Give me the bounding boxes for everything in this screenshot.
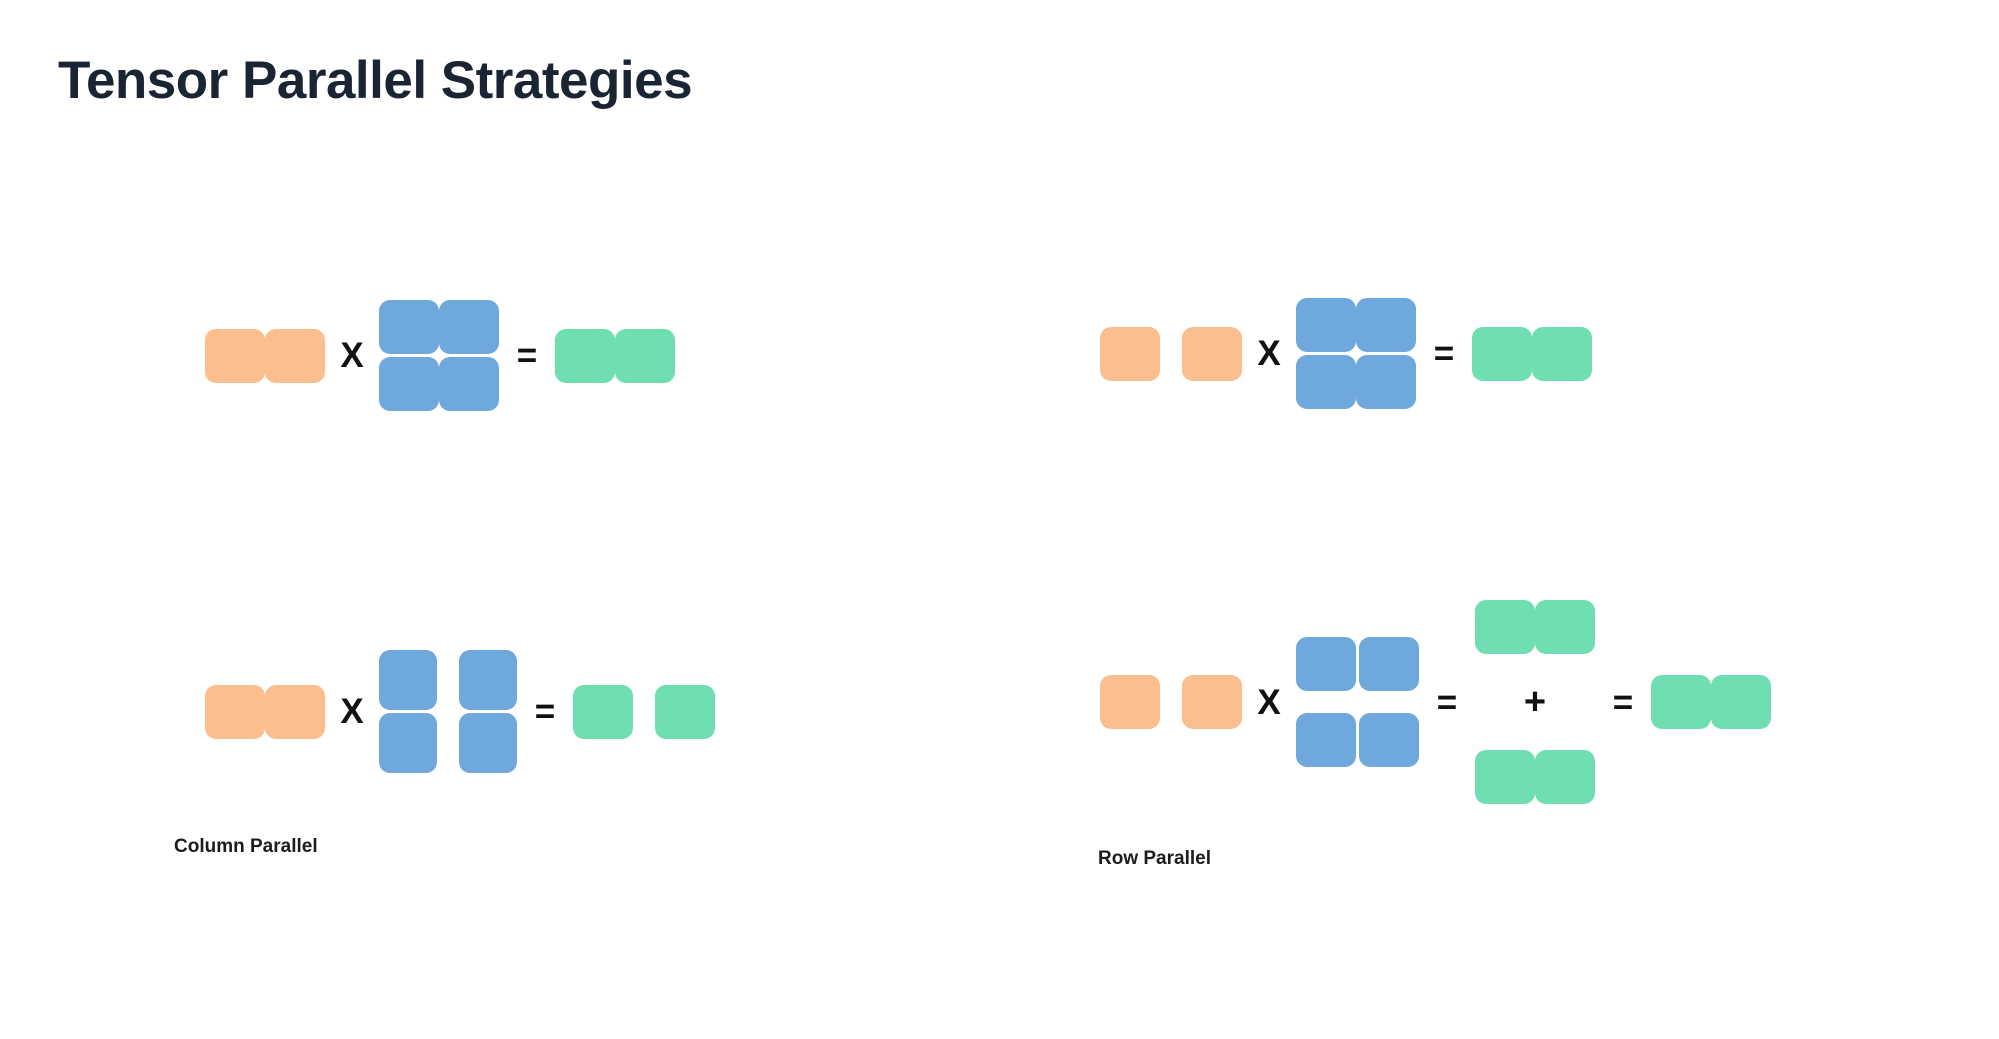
matrix-cell-orange: [205, 328, 265, 383]
matrix-weight-blue-column-sharded: [379, 650, 517, 773]
matrix-cell-orange: [265, 328, 325, 383]
matrix-output-green: [1651, 675, 1771, 729]
matrix-output-green: [555, 328, 675, 383]
operator-multiply: X: [1257, 682, 1281, 722]
matrix-cell-green: [555, 328, 615, 383]
matrix-cell-orange: [1182, 675, 1242, 729]
matrix-cell-green: [1532, 326, 1592, 381]
matrix-row: [379, 300, 499, 354]
matrix-cell-orange: [1182, 326, 1242, 381]
matrix-row: [1100, 675, 1242, 729]
matrix-cell-blue: [459, 650, 517, 710]
matrix-input-orange: [205, 328, 325, 383]
matrix-cell-orange: [205, 684, 265, 739]
matrix-cell-green: [655, 684, 715, 739]
matrix-cell-green: [1651, 675, 1711, 729]
matrix-cell-blue: [459, 713, 517, 773]
matrix-cell-blue: [1296, 713, 1356, 767]
operator-multiply: X: [340, 336, 364, 375]
operator-equals: =: [1433, 334, 1455, 373]
matrix-cell-blue: [379, 300, 439, 354]
matrix-cell-blue: [379, 713, 437, 773]
operator-equals: =: [516, 336, 538, 375]
diagram-column-parallel-unsharded: X =: [205, 300, 675, 411]
matrix-row: [573, 684, 715, 739]
matrix-cell-blue: [1296, 355, 1356, 409]
operator-equals: =: [1436, 682, 1458, 722]
operator-plus: +: [1523, 681, 1547, 723]
matrix-cell-blue: [1296, 637, 1356, 691]
matrix-input-orange: [205, 684, 325, 739]
matrix-cell-blue: [1356, 355, 1416, 409]
matrix-cell-blue: [379, 357, 439, 411]
matrix-cell-orange: [1100, 675, 1160, 729]
partial-sums-group: +: [1475, 600, 1595, 804]
matrix-input-orange-row-sharded: [1100, 326, 1242, 381]
matrix-cell-orange: [265, 684, 325, 739]
matrix-row: [205, 328, 325, 383]
diagram-column-parallel-sharded: X =: [205, 650, 715, 773]
matrix-row: [379, 713, 517, 773]
matrix-row: [379, 650, 517, 710]
matrix-cell-green: [1472, 326, 1532, 381]
matrix-cell-green: [1711, 675, 1771, 729]
matrix-output-green: [1472, 326, 1592, 381]
matrix-output-green-column-sharded: [573, 684, 715, 739]
page-title: Tensor Parallel Strategies: [58, 51, 693, 110]
matrix-row: [1651, 675, 1771, 729]
matrix-row: [1475, 750, 1595, 804]
caption-column-parallel: Column Parallel: [174, 836, 318, 857]
matrix-cell-blue: [439, 300, 499, 354]
matrix-row: [1296, 713, 1419, 767]
matrix-cell-green: [1535, 600, 1595, 654]
matrix-row: [555, 328, 675, 383]
matrix-cell-blue: [1359, 713, 1419, 767]
matrix-cell-green: [615, 328, 675, 383]
matrix-row: [379, 357, 499, 411]
matrix-weight-blue: [1296, 298, 1416, 409]
operator-multiply: X: [1257, 334, 1281, 373]
matrix-row: [1296, 637, 1419, 691]
matrix-cell-orange: [1100, 326, 1160, 381]
matrix-cell-blue: [1356, 298, 1416, 352]
matrix-cell-green: [1475, 750, 1535, 804]
caption-row-parallel: Row Parallel: [1098, 848, 1211, 869]
matrix-row: [1472, 326, 1592, 381]
matrix-cell-blue: [1296, 298, 1356, 352]
operator-equals: =: [534, 692, 556, 731]
diagram-row-parallel-unsharded: X =: [1100, 298, 1592, 409]
operator-multiply: X: [340, 692, 364, 731]
matrix-cell-blue: [439, 357, 499, 411]
matrix-cell-blue: [1359, 637, 1419, 691]
matrix-cell-green: [573, 684, 633, 739]
matrix-partial-sum-b-green: [1475, 750, 1595, 804]
matrix-cell-blue: [379, 650, 437, 710]
matrix-partial-sum-a-green: [1475, 600, 1595, 654]
operator-equals: =: [1612, 682, 1634, 722]
matrix-cell-green: [1535, 750, 1595, 804]
matrix-weight-blue: [379, 300, 499, 411]
matrix-row: [1100, 326, 1242, 381]
matrix-weight-blue-row-sharded: [1296, 637, 1419, 767]
matrix-row: [1296, 355, 1416, 409]
matrix-row: [205, 684, 325, 739]
matrix-row: [1296, 298, 1416, 352]
matrix-input-orange-row-sharded: [1100, 675, 1242, 729]
matrix-row: [1475, 600, 1595, 654]
diagram-row-parallel-sharded: X = + =: [1100, 600, 1771, 804]
matrix-cell-green: [1475, 600, 1535, 654]
